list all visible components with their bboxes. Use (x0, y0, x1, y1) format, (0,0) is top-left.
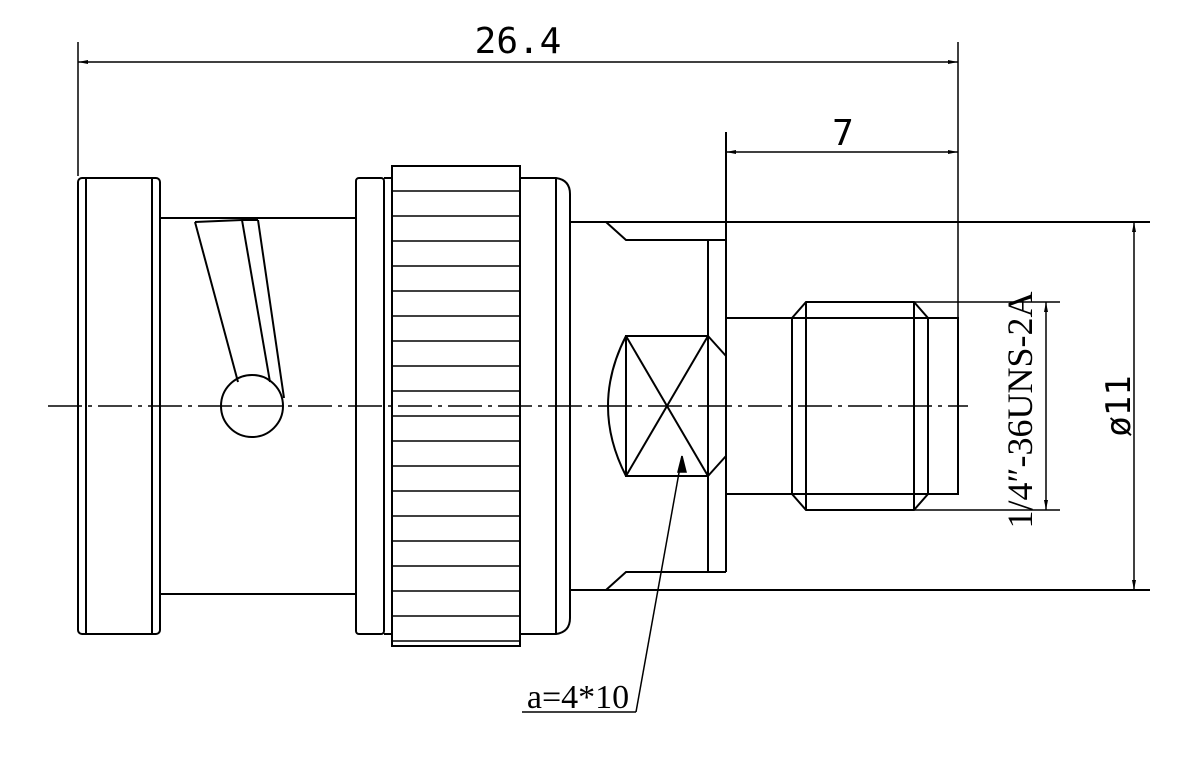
overall-length-label: 26.4 (475, 21, 562, 62)
bayonet-cap (77, 177, 161, 635)
dim-overall-length (77, 42, 959, 318)
rear-body (570, 132, 1150, 591)
threaded-end (726, 301, 959, 511)
leader-wrench-flat (522, 455, 687, 713)
outer-diameter-label: ø11 (1099, 375, 1139, 436)
thread-length-label: 7 (832, 113, 854, 154)
thread-spec-label: 1/4″-36UNS-2A (1000, 292, 1040, 529)
wrench-flat-label: a=4*10 (527, 679, 629, 716)
bayonet-body (160, 217, 356, 595)
dim-thread-spec (914, 301, 1060, 511)
bayonet-pin (220, 374, 284, 438)
wrench-flat (607, 335, 727, 477)
knurled-nut (355, 165, 571, 647)
